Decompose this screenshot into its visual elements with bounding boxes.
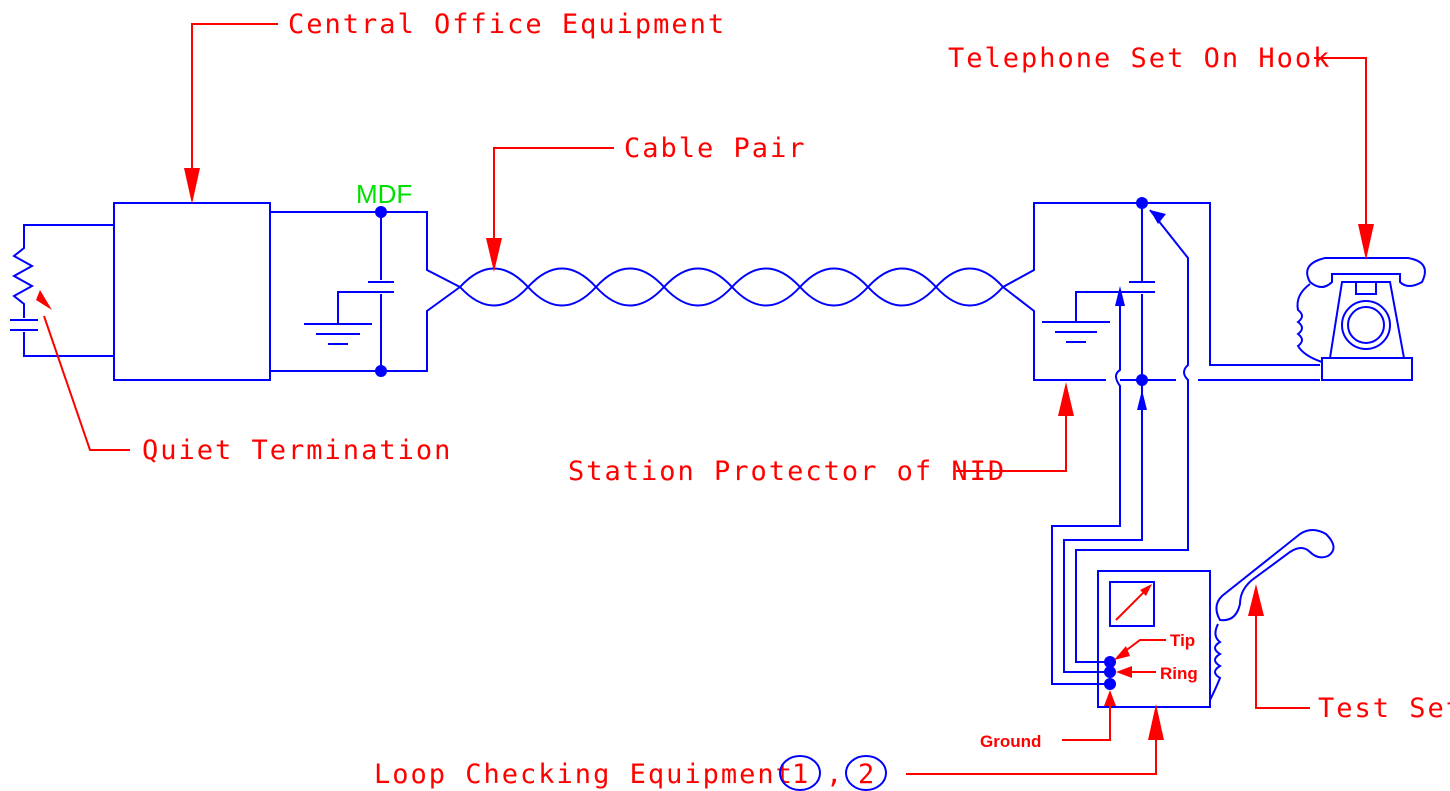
nid-top-node bbox=[1136, 197, 1148, 209]
central-office-label: Central Office Equipment bbox=[288, 9, 726, 40]
quiet-termination-label: Quiet Termination bbox=[142, 435, 452, 466]
ground-label: Ground bbox=[980, 732, 1041, 751]
ring-pointer bbox=[1116, 666, 1156, 678]
test-set-pointer bbox=[1248, 584, 1310, 709]
station-protector-pointer bbox=[956, 382, 1074, 472]
quiet-termination-pointer bbox=[36, 290, 130, 451]
central-office-pointer bbox=[184, 23, 278, 204]
ground-pointer bbox=[1062, 690, 1116, 741]
station-protector-box bbox=[1002, 197, 1320, 685]
cable-pair-twist bbox=[459, 267, 1004, 307]
mdf-circuit bbox=[270, 206, 461, 377]
loop-checking-label: Loop Checking Equipment bbox=[374, 759, 794, 790]
nid-bottom-node bbox=[1136, 374, 1148, 386]
telephone-set bbox=[1296, 257, 1426, 381]
ground-terminal bbox=[1104, 678, 1116, 690]
tip-pointer bbox=[1114, 639, 1166, 660]
tip-terminal bbox=[1104, 656, 1116, 668]
loop-checking-pointer bbox=[906, 704, 1164, 775]
loop-num-2-circle bbox=[845, 755, 887, 791]
mdf-bottom-node bbox=[375, 365, 387, 377]
telephone-pointer bbox=[1314, 57, 1374, 260]
cable-pair-pointer bbox=[486, 147, 614, 272]
ring-label: Ring bbox=[1160, 664, 1198, 683]
quiet-termination-circuit bbox=[10, 224, 114, 357]
loop-checking-box bbox=[1097, 570, 1211, 708]
loop-num-1: 1 bbox=[792, 759, 810, 790]
loop-num-1-circle bbox=[779, 755, 821, 791]
loop-sep: , bbox=[826, 759, 844, 790]
mdf-label: MDF bbox=[356, 179, 412, 209]
test-set-handset bbox=[1209, 529, 1335, 701]
ring-terminal bbox=[1104, 666, 1116, 678]
cable-pair-label: Cable Pair bbox=[624, 133, 807, 164]
loop-num-2: 2 bbox=[858, 759, 876, 790]
telephone-set-label: Telephone Set On Hook bbox=[948, 43, 1331, 74]
mdf-top-node bbox=[375, 206, 387, 218]
tip-label: Tip bbox=[1170, 631, 1195, 650]
central-office-box bbox=[113, 202, 271, 381]
test-set-label: Test Set bbox=[1318, 693, 1450, 724]
station-protector-label: Station Protector of NID bbox=[568, 456, 1006, 487]
